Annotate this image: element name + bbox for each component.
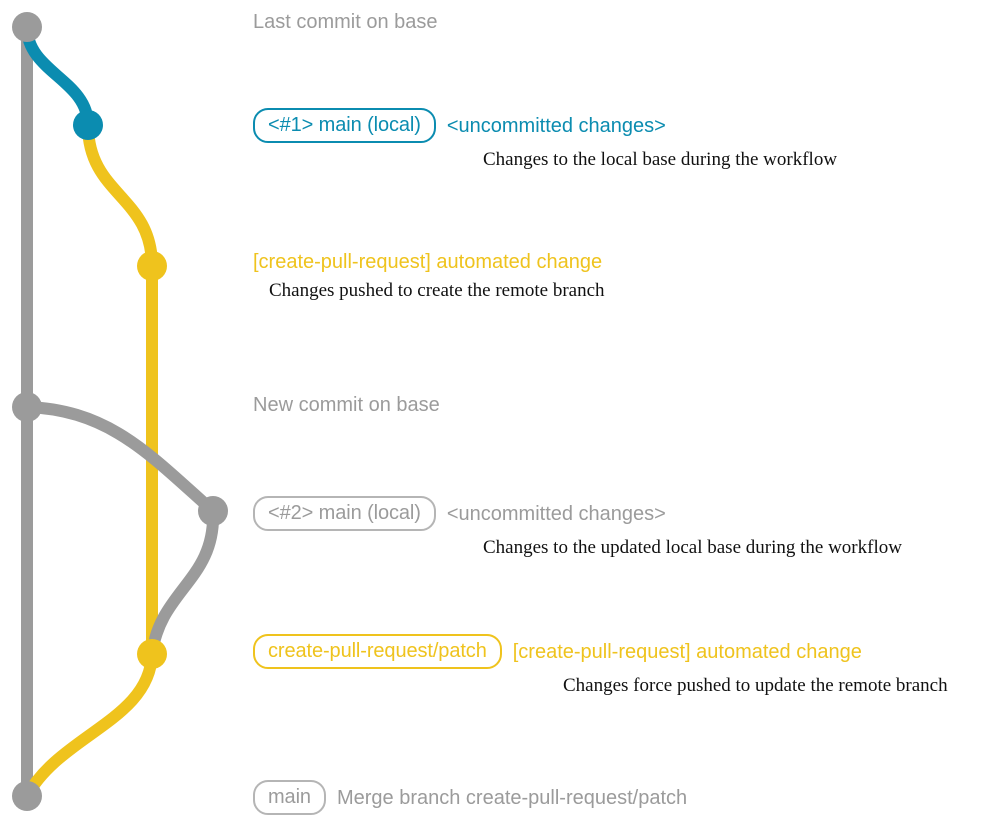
commit-row: <#1> main (local) <uncommitted changes> Ch… <box>253 108 837 171</box>
commit-row-head: <#2> main (local) <uncommitted changes> <box>253 496 902 531</box>
commit-description: Changes force pushed to update the remot… <box>563 675 948 696</box>
branch-badge[interactable]: create-pull-request/patch <box>253 634 502 669</box>
node-new-commit-on-base[interactable] <box>12 392 42 422</box>
edge-base2-to-local2 <box>21 401 219 517</box>
commit-row: main Merge branch create-pull-request/pat… <box>253 780 687 815</box>
commit-row-head: main Merge branch create-pull-request/pat… <box>253 780 687 815</box>
commit-description: Changes to the updated local base during… <box>483 537 902 558</box>
commit-row: <#2> main (local) <uncommitted changes> Ch… <box>253 496 902 559</box>
branch-badge[interactable]: <#1> main (local) <box>253 108 436 143</box>
commit-subject: <uncommitted changes> <box>446 114 666 137</box>
node-local-uncommitted-1[interactable] <box>73 110 103 140</box>
commit-row: Last commit on base <box>253 10 438 34</box>
commit-subject: [create-pull-request] automated change <box>512 640 862 663</box>
commit-row-head: [create-pull-request] automated change <box>253 250 605 274</box>
edge-patch2-to-merge <box>21 648 158 802</box>
commit-row-head: create-pull-request/patch [create-pull-re… <box>253 634 948 669</box>
node-automated-change-2[interactable] <box>137 639 167 669</box>
edge-local2-to-patch2 <box>146 505 220 660</box>
commit-description: Changes to the local base during the wor… <box>483 149 838 170</box>
commit-row-head: New commit on base <box>253 393 440 417</box>
branch-badge[interactable]: main <box>253 780 326 815</box>
branch-badge[interactable]: <#2> main (local) <box>253 496 436 531</box>
node-automated-change-1[interactable] <box>137 251 167 281</box>
node-last-commit-on-base[interactable] <box>12 12 42 42</box>
commit-subject: Merge branch create-pull-request/patch <box>336 786 688 809</box>
node-merge-commit[interactable] <box>12 781 42 811</box>
commit-row-head: Last commit on base <box>253 10 438 34</box>
commit-row: New commit on base <box>253 393 440 417</box>
commit-subject: New commit on base <box>253 394 440 416</box>
node-local-uncommitted-2[interactable] <box>198 496 228 526</box>
commit-subject: Last commit on base <box>253 11 438 33</box>
commit-subject: <uncommitted changes> <box>446 502 666 525</box>
commit-row-head: <#1> main (local) <uncommitted changes> <box>253 108 837 143</box>
commit-subject: [create-pull-request] automated change <box>253 251 603 273</box>
edge-local1-to-patch1 <box>82 119 158 272</box>
commit-description: Changes pushed to create the remote bran… <box>269 280 605 301</box>
commit-row: create-pull-request/patch [create-pull-re… <box>253 634 948 697</box>
